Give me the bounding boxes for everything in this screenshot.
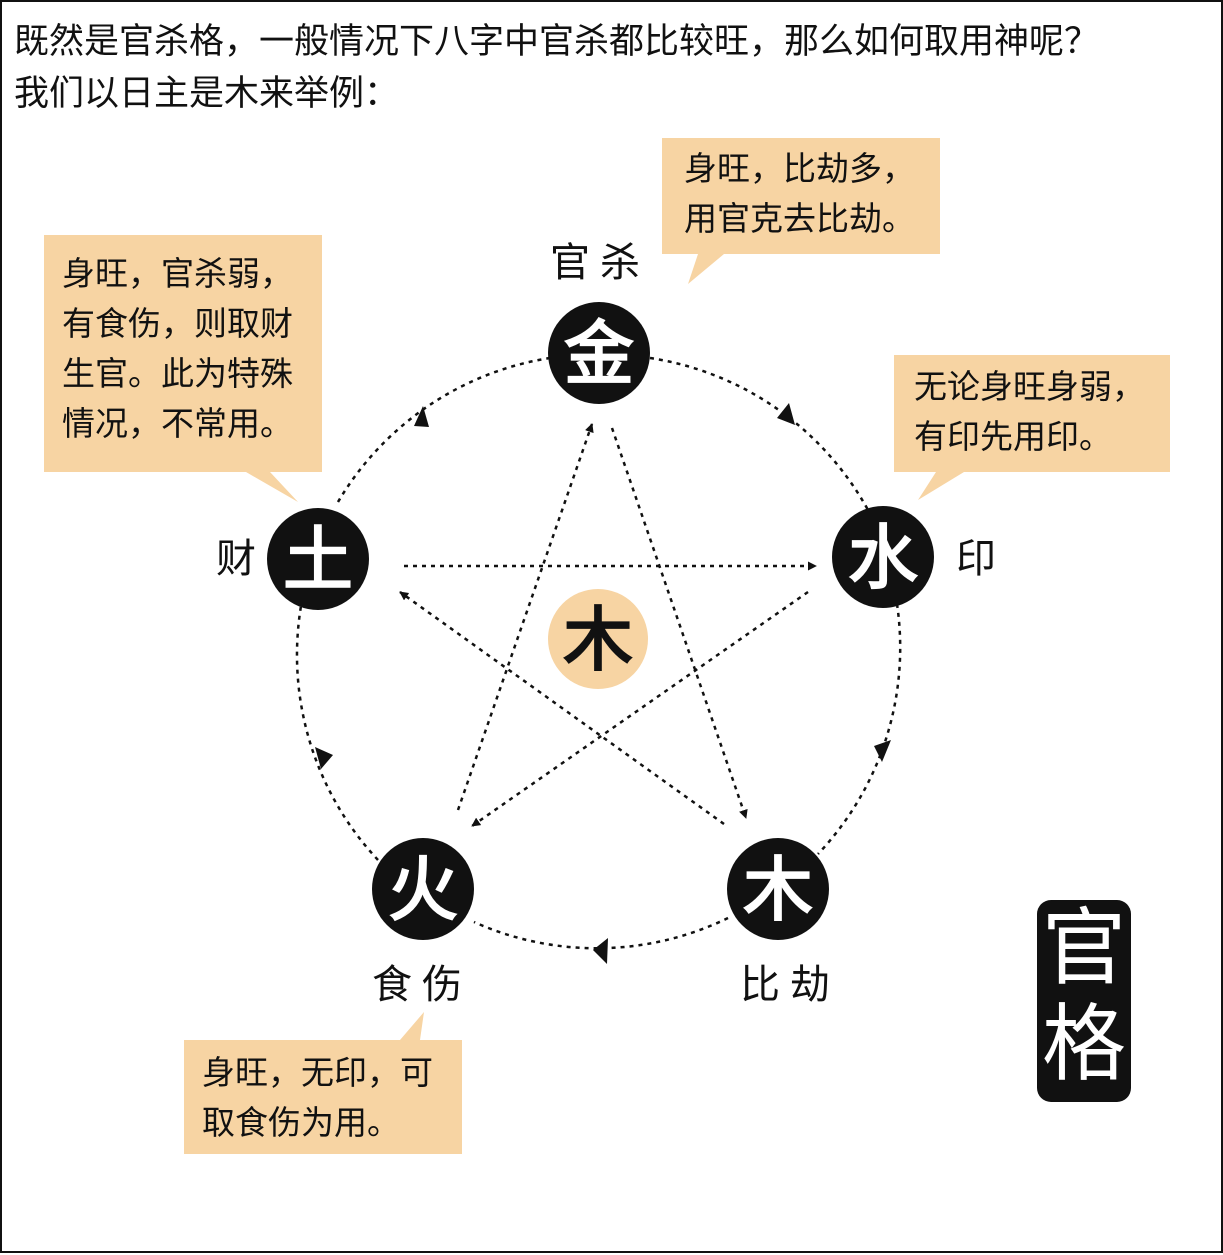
role-label-earth: 财	[216, 536, 256, 582]
node-metal	[548, 302, 650, 404]
callout-water: 无论身旺身弱， 有印先用印。	[914, 367, 1145, 456]
node-metal-label: 金	[563, 312, 635, 395]
seal-guan-ge: 官 格	[1037, 900, 1131, 1102]
node-fire	[372, 838, 474, 940]
generation-arc-wood-fire	[473, 916, 729, 950]
arrow-fire-to-earth	[315, 747, 333, 769]
callout-bubble-earth	[44, 235, 322, 502]
generation-arc-metal-water	[649, 356, 870, 511]
node-wood	[727, 838, 829, 940]
node-wood-label: 木	[743, 848, 813, 931]
node-earth	[267, 508, 369, 610]
generation-arc-water-wood	[817, 603, 902, 855]
generation-arc-earth-metal	[336, 356, 551, 503]
generation-arc-fire-earth	[295, 605, 379, 861]
callout-bubble-water	[894, 355, 1170, 500]
intro-line-2: 我们以日主是木来举例：	[14, 74, 400, 114]
node-earth-label: 土	[283, 518, 353, 601]
arrow-wood-to-fire	[593, 938, 608, 964]
callout-bubble-fire	[184, 1012, 462, 1154]
callout-fire: 身旺，无印，可 取食伤为用。	[202, 1053, 433, 1142]
arrow-earth-to-metal	[414, 406, 429, 427]
callout-metal: 身旺，比劫多， 用官克去比劫。	[684, 149, 915, 238]
center-day-master	[548, 589, 648, 689]
role-label-water: 印	[956, 536, 996, 582]
control-line-wood-earth	[399, 590, 725, 826]
arrow-metal-to-water	[777, 403, 795, 425]
node-fire-label: 火	[388, 848, 458, 931]
center-day-master-label: 木	[563, 598, 633, 681]
role-label-fire: 食伤	[372, 962, 472, 1008]
node-water	[832, 506, 934, 608]
arrow-water-to-wood	[874, 740, 891, 762]
node-water-label: 水	[848, 516, 919, 599]
intro-line-1: 既然是官杀格，一般情况下八字中官杀都比较旺，那么如何取用神呢？	[14, 22, 1100, 62]
control-line-metal-wood	[610, 427, 748, 819]
role-label-metal: 官杀	[550, 240, 650, 286]
callout-earth: 身旺，官杀弱， 有食伤，则取财 生官。此为特殊 情况，不常用。	[62, 254, 293, 443]
callout-bubble-metal	[662, 138, 940, 284]
role-label-wood: 比劫	[740, 962, 840, 1008]
